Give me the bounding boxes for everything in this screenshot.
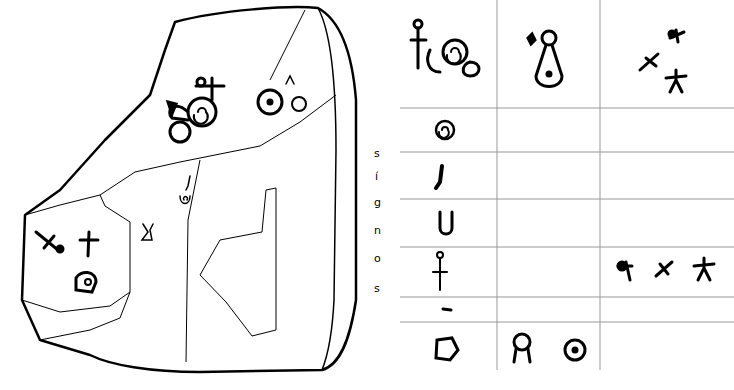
vertical-letter: s	[374, 282, 380, 295]
rock-outline	[22, 7, 356, 372]
table-grid	[400, 0, 734, 370]
vertical-letter: o	[374, 252, 381, 265]
vertical-letter: n	[374, 224, 381, 237]
vertical-letter: g	[374, 196, 381, 209]
rock-signs	[36, 76, 306, 292]
rock-cracks	[22, 10, 336, 362]
table-signs	[411, 20, 714, 362]
vertical-letter: í	[375, 170, 378, 183]
vertical-letter: s	[374, 147, 380, 160]
